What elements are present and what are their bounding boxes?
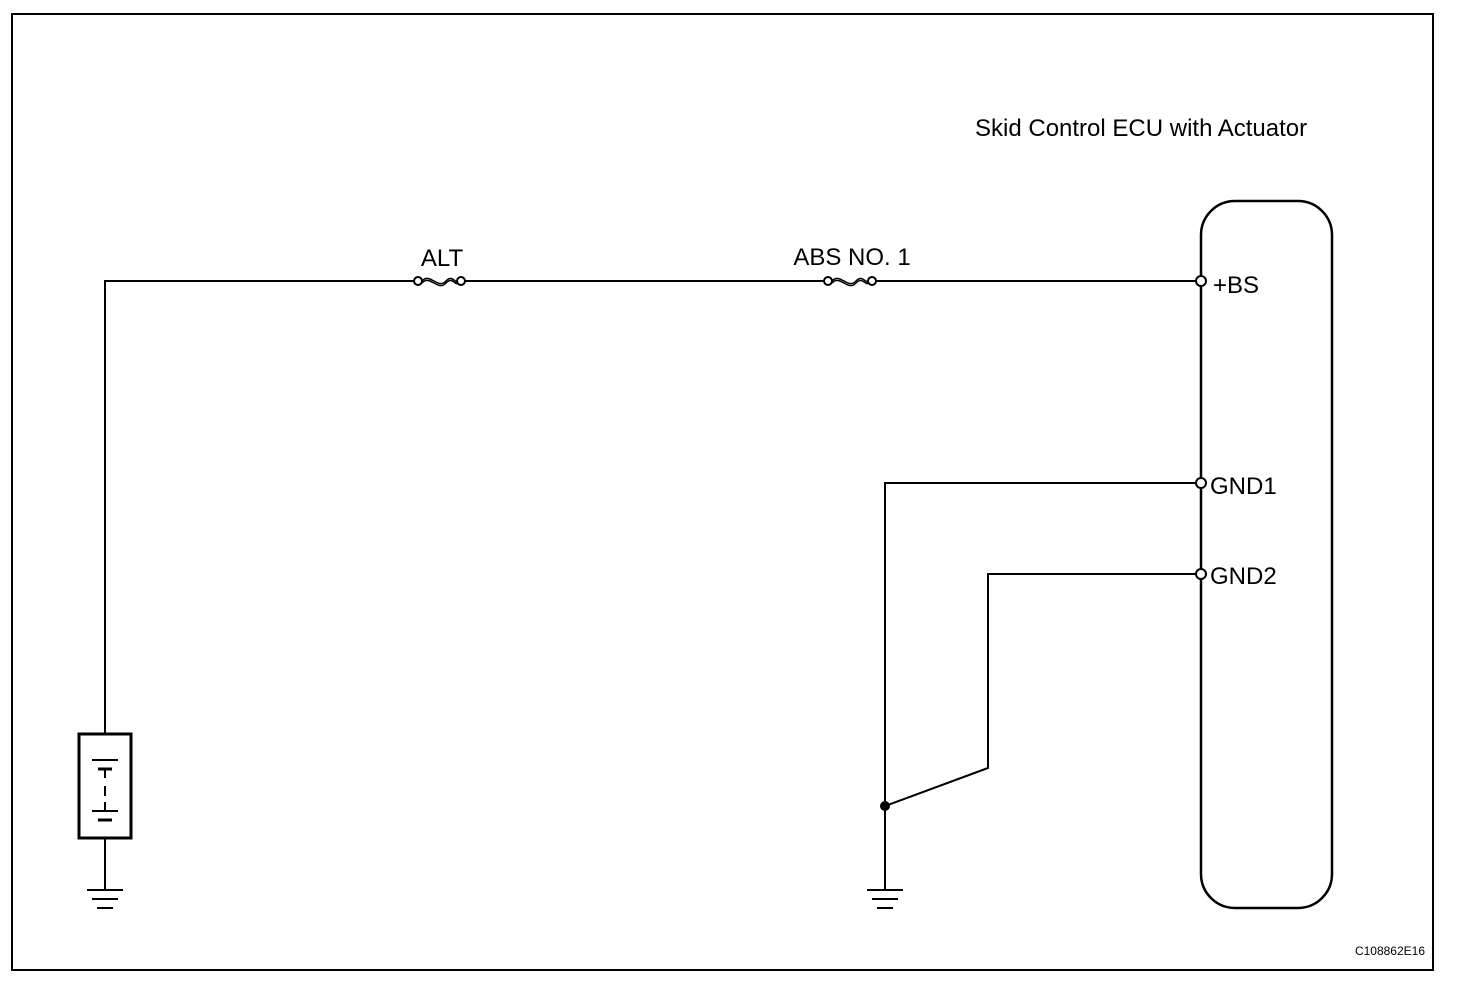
terminal-gnd1-pin — [1195, 477, 1207, 489]
ground-icon — [867, 889, 903, 909]
fuse-alt-label: ALT — [421, 245, 464, 272]
terminal-bs-label: +BS — [1213, 272, 1259, 299]
fuse-icon — [413, 276, 466, 287]
terminal-gnd2-pin — [1195, 568, 1207, 580]
terminal-bs-pin — [1195, 275, 1207, 287]
figure-code: C108862E16 — [1355, 944, 1425, 958]
battery-icon — [77, 732, 133, 840]
ground-icon — [87, 889, 123, 909]
gnd1-wire — [884, 482, 1196, 890]
terminal-gnd1-label: GND1 — [1210, 473, 1277, 500]
gnd2-wire — [884, 573, 1196, 807]
terminal-gnd2-label: GND2 — [1210, 563, 1277, 590]
ecu-title: Skid Control ECU with Actuator — [975, 115, 1307, 142]
ecu-body — [1199, 199, 1334, 910]
diagram-frame — [11, 13, 1434, 971]
fuse-icon — [823, 276, 877, 287]
ground-junction-dot — [880, 801, 890, 811]
fuse-abs-label: ABS NO. 1 — [793, 244, 910, 271]
battery-supply-wire — [104, 280, 415, 838]
